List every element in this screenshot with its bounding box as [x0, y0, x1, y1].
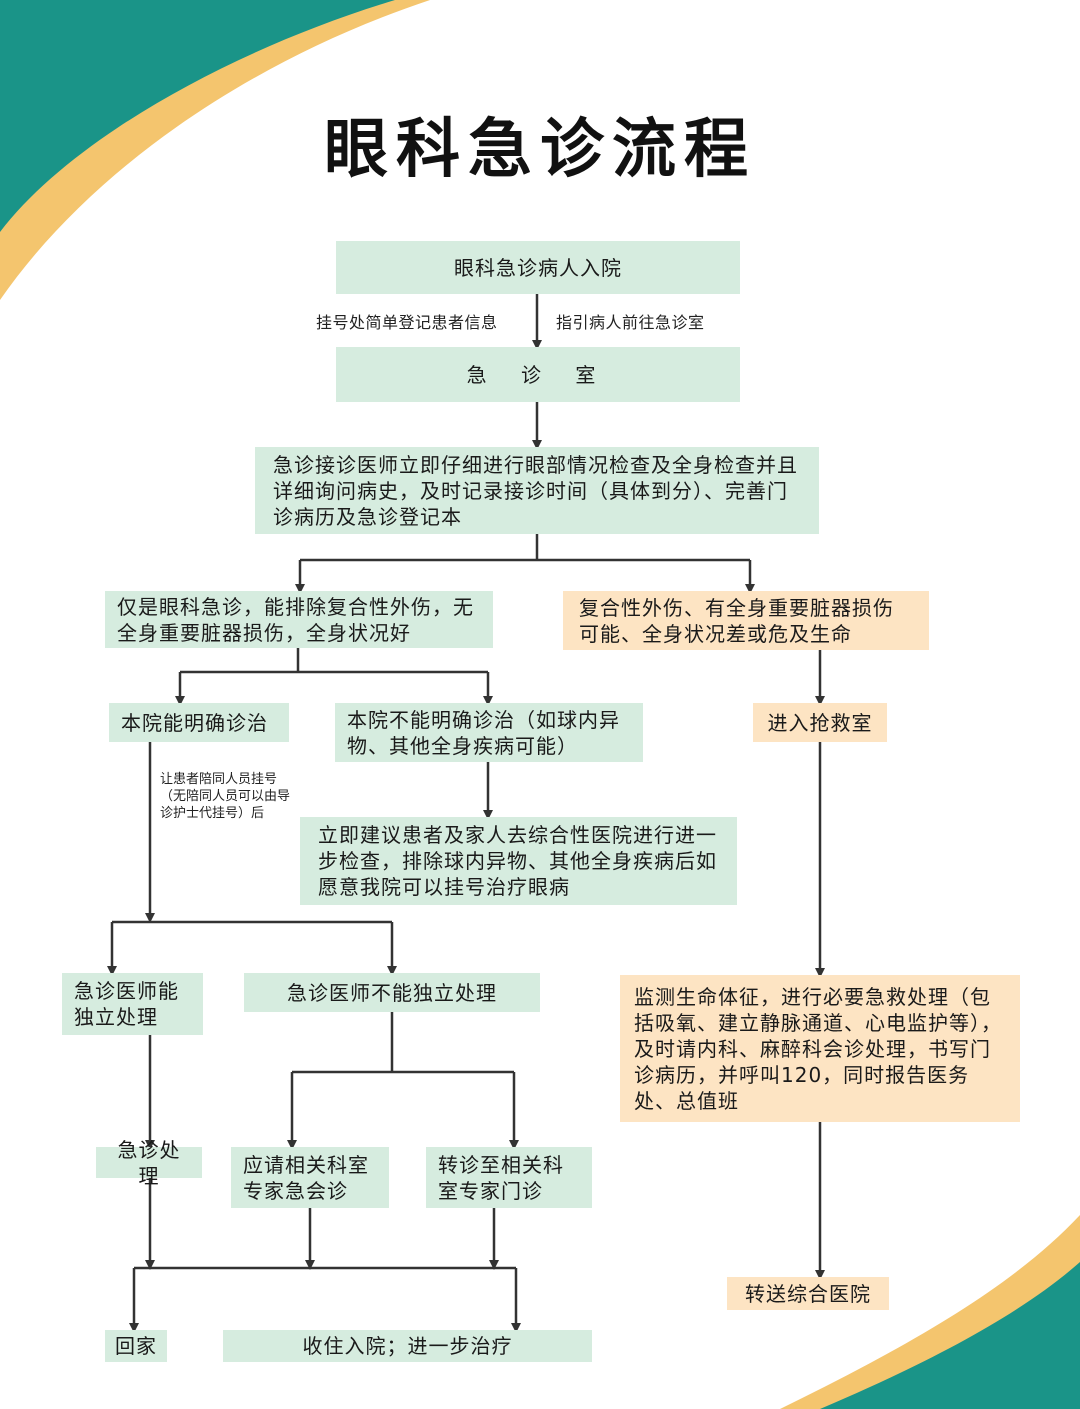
step-monitor-vitals: 监测生命体征，进行必要急救处理（包括吸氧、建立静脉通道、心电监护等），及时请内科… — [620, 975, 1020, 1122]
step-emergency-treat: 急诊处理 — [96, 1138, 202, 1188]
step-rescue-room: 进入抢救室 — [753, 703, 887, 742]
page-title: 眼科急诊流程 — [324, 113, 756, 187]
step-go-home: 回家 — [105, 1330, 167, 1362]
note-register: 挂号处简单登记患者信息 — [316, 313, 498, 332]
step-admit: 眼科急诊病人入院 — [336, 241, 740, 294]
step-can-diagnose: 本院能明确诊治 — [109, 703, 289, 742]
step-compound-injury: 复合性外伤、有全身重要脏器损伤可能、全身状况差或危及生命 — [563, 591, 929, 650]
step-refer-suggest: 立即建议患者及家人去综合性医院进行进一步检查，排除球内异物、其他全身疾病后如愿意… — [300, 817, 737, 905]
step-hospitalize: 收住入院；进一步治疗 — [223, 1330, 592, 1362]
step-transfer-dept: 转诊至相关科室专家门诊 — [426, 1147, 592, 1208]
step-eye-only: 仅是眼科急诊，能排除复合性外伤，无全身重要脏器损伤，全身状况好 — [105, 591, 493, 648]
step-transfer-hospital: 转送综合医院 — [727, 1277, 889, 1310]
step-consult: 应请相关科室专家急会诊 — [231, 1147, 389, 1208]
step-er-room: 急 诊 室 — [336, 347, 740, 402]
step-cannot-handle: 急诊医师不能独立处理 — [244, 973, 540, 1012]
note-register-companion: 让患者陪同人员挂号（无陪同人员可以由导诊护士代挂号）后 — [160, 772, 291, 821]
step-cannot-diagnose: 本院不能明确诊治（如球内异物、其他全身疾病可能） — [335, 703, 643, 762]
note-guide: 指引病人前往急诊室 — [556, 313, 705, 332]
step-initial-exam: 急诊接诊医师立即仔细进行眼部情况检查及全身检查并且详细询问病史，及时记录接诊时间… — [255, 447, 819, 534]
step-can-handle: 急诊医师能独立处理 — [62, 973, 203, 1035]
